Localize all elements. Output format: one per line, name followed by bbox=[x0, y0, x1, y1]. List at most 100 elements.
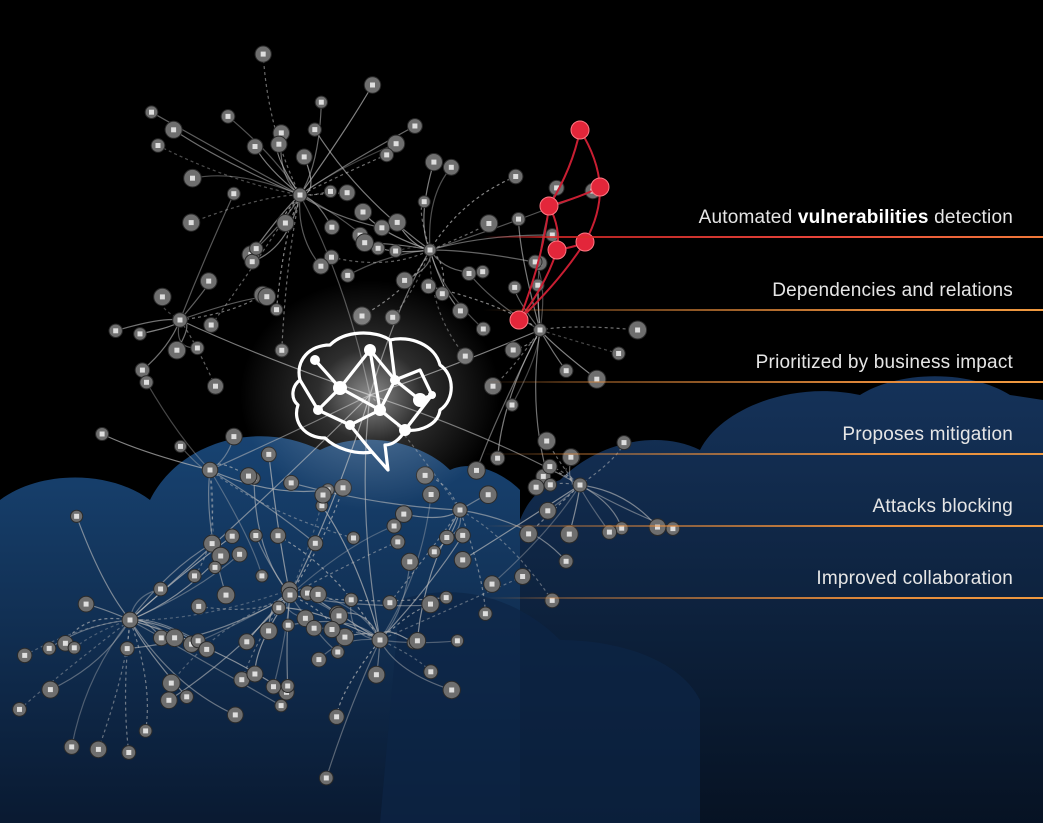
network-node-icon bbox=[346, 531, 361, 545]
network-node-icon bbox=[121, 745, 137, 760]
graph-edge bbox=[347, 249, 431, 276]
network-node-icon bbox=[119, 641, 135, 657]
network-node-icon bbox=[153, 581, 169, 597]
graph-edge bbox=[289, 525, 395, 596]
graph-edge bbox=[73, 619, 131, 649]
network-node-icon bbox=[340, 268, 356, 283]
network-node-icon bbox=[355, 233, 375, 252]
vulnerability-node-icon bbox=[539, 196, 559, 216]
graph-edge bbox=[459, 509, 486, 614]
network-node-icon bbox=[179, 689, 194, 704]
graph-edge bbox=[129, 589, 290, 621]
network-node-icon bbox=[17, 647, 33, 664]
network-node-icon bbox=[423, 664, 439, 680]
network-node-icon bbox=[231, 546, 248, 563]
network-node-icon bbox=[628, 320, 648, 340]
network-node-icon bbox=[330, 645, 345, 659]
graph-edge bbox=[24, 619, 131, 656]
network-node-icon bbox=[454, 527, 471, 544]
graph-edge bbox=[579, 484, 658, 528]
network-node-icon bbox=[395, 505, 413, 523]
network-node-icon bbox=[307, 535, 324, 552]
graph-edge bbox=[190, 194, 301, 224]
network-node-icon bbox=[249, 241, 264, 256]
network-node-icon bbox=[133, 327, 147, 341]
feature-label-1: Automated vulnerabilities detection bbox=[698, 207, 1013, 228]
network-node-icon bbox=[307, 122, 322, 137]
feature-connector-1 bbox=[483, 236, 1043, 238]
network-node-icon bbox=[295, 148, 313, 166]
network-node-icon bbox=[367, 665, 386, 684]
feature-connector-5 bbox=[483, 525, 1043, 527]
network-node-icon bbox=[543, 478, 558, 492]
network-node-icon bbox=[417, 195, 431, 209]
network-node-icon bbox=[190, 340, 205, 356]
network-node-icon bbox=[160, 691, 178, 710]
vulnerability-node-icon bbox=[509, 310, 529, 330]
network-node-icon bbox=[63, 738, 80, 755]
network-node-icon bbox=[199, 272, 218, 290]
feature-label-6: Improved collaboration bbox=[816, 568, 1013, 589]
network-node-icon bbox=[292, 187, 308, 203]
network-node-icon bbox=[344, 592, 359, 607]
network-node-icon bbox=[461, 266, 477, 281]
graph-edge bbox=[462, 484, 581, 561]
network-node-icon bbox=[587, 369, 607, 389]
network-node-icon bbox=[323, 620, 341, 639]
network-node-icon bbox=[601, 524, 618, 540]
network-node-icon bbox=[453, 551, 472, 569]
network-node-icon bbox=[483, 575, 501, 593]
graph-edge bbox=[492, 329, 541, 387]
graph-edge bbox=[170, 594, 291, 684]
network-node-icon bbox=[225, 427, 243, 446]
network-node-icon bbox=[153, 287, 172, 307]
network-node-icon bbox=[203, 317, 220, 333]
network-node-icon bbox=[439, 590, 454, 605]
graph-edge bbox=[539, 329, 619, 355]
graph-edge bbox=[299, 194, 383, 229]
network-node-icon bbox=[514, 568, 532, 585]
network-node-icon bbox=[226, 706, 244, 724]
graph-edge bbox=[325, 639, 381, 779]
network-node-icon bbox=[338, 184, 356, 202]
network-node-icon bbox=[386, 518, 402, 534]
graph-edge bbox=[429, 249, 540, 264]
graph-edge bbox=[209, 469, 216, 568]
graph-edge bbox=[179, 193, 235, 321]
brain-icon bbox=[240, 280, 500, 510]
network-node-icon bbox=[648, 518, 667, 536]
graph-edge bbox=[429, 234, 553, 251]
graph-edge bbox=[429, 222, 490, 251]
network-node-icon bbox=[390, 534, 406, 550]
graph-edge bbox=[277, 535, 381, 641]
network-node-icon bbox=[269, 527, 287, 544]
network-node-icon bbox=[238, 633, 256, 651]
feature-row-4: Proposes mitigation bbox=[483, 424, 1043, 474]
network-node-icon bbox=[246, 665, 264, 683]
network-node-icon bbox=[139, 375, 154, 390]
network-node-icon bbox=[382, 595, 398, 611]
network-node-icon bbox=[162, 673, 181, 693]
graph-edge bbox=[579, 442, 625, 486]
graph-edge bbox=[209, 469, 354, 539]
network-node-icon bbox=[373, 219, 391, 237]
network-node-icon bbox=[542, 458, 558, 475]
graph-edge bbox=[129, 543, 213, 621]
network-node-icon bbox=[305, 619, 323, 637]
network-node-icon bbox=[424, 153, 443, 172]
network-node-icon bbox=[478, 606, 493, 621]
graph-edge bbox=[124, 619, 131, 753]
graph-edge bbox=[262, 54, 301, 196]
network-node-icon bbox=[537, 431, 557, 451]
graph-edge bbox=[272, 594, 291, 687]
graph-edge bbox=[289, 487, 344, 596]
network-node-icon bbox=[270, 135, 288, 153]
graph-edge bbox=[321, 505, 381, 641]
network-node-icon bbox=[174, 439, 187, 453]
graph-edge bbox=[491, 484, 581, 585]
graph-edge bbox=[420, 201, 431, 251]
feature-connector-6 bbox=[483, 597, 1043, 599]
graph-edge bbox=[173, 129, 301, 196]
graph-edge bbox=[314, 129, 431, 251]
